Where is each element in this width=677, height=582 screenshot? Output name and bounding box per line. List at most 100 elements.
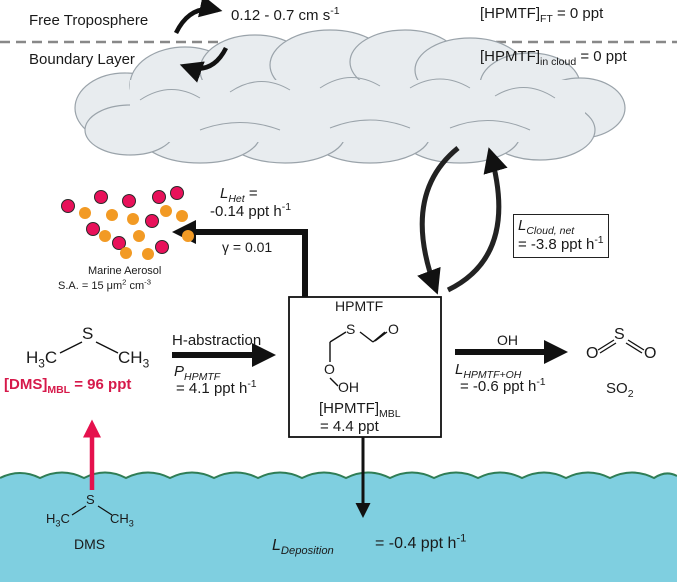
ft-conc-prefix: [HPMTF] — [480, 5, 540, 22]
cloud-conc-sub: in cloud — [540, 56, 577, 68]
so2-o-atom-right: O — [644, 345, 657, 362]
exchange-arrow-lower — [179, 46, 229, 83]
aerosol-particle — [79, 207, 91, 219]
cloud-loss-box: LCloud, net = -3.8 ppt h-1 — [513, 214, 609, 258]
aerosol-sa-exp1: 2 — [122, 277, 127, 287]
deposition-label: LDeposition — [272, 537, 334, 557]
dms-bottom-left-h: H — [46, 511, 56, 526]
aerosol-particle — [106, 209, 118, 221]
dms-left-h: H — [26, 348, 39, 367]
dms-conc-value: = 96 ppt — [70, 376, 132, 393]
het-loss-value: -0.14 ppt h — [210, 203, 282, 220]
mbl-conc-prefix: [HPMTF] — [319, 400, 379, 417]
deposition-prefix: = — [375, 535, 385, 552]
deposition-value-label: = -0.4 ppt h-1 — [375, 532, 467, 553]
production-value-label: = 4.1 ppt h-1 — [176, 378, 257, 397]
cloud-inner-lines — [139, 77, 556, 131]
oh-reactant-label: OH — [497, 332, 518, 348]
hpmtf-structure — [329, 331, 388, 387]
production-sub: HPMTF — [184, 371, 221, 383]
het-loss-eq: = — [244, 185, 258, 202]
aerosol-particle — [142, 248, 154, 260]
cloud-loss-value-line: = -3.8 ppt h-1 — [518, 233, 604, 255]
het-loss-symbol: L — [220, 185, 229, 202]
dms-bottom-structure — [71, 505, 113, 516]
cloud-fill-cover — [130, 80, 585, 142]
dms-bottom-s-atom: S — [86, 492, 95, 507]
exchange-rate-exp: -1 — [330, 5, 340, 17]
deposition-exp: -1 — [456, 532, 467, 545]
aerosol-particle — [61, 199, 75, 213]
oh-loss-value-label: = -0.6 ppt h-1 — [460, 376, 546, 395]
het-loss-arrow — [172, 220, 308, 297]
het-loss-label: LHet = — [220, 185, 258, 205]
aerosol-particle — [145, 214, 159, 228]
dms-right-ch: CH — [118, 348, 143, 367]
hpmtf-box — [288, 296, 442, 438]
dms-top-structure — [59, 341, 119, 354]
hpmtf-mbl-concentration: [HPMTF]MBL — [319, 400, 401, 420]
cloud-loss-symbol-line: LCloud, net — [518, 217, 604, 236]
hpmtf-s-atom: S — [346, 321, 356, 337]
aerosol-particle — [99, 230, 111, 242]
het-loss-exp: -1 — [281, 201, 292, 213]
cloud-loss-sub: Cloud, net — [526, 225, 575, 237]
aerosol-particle — [127, 213, 139, 225]
aerosol-particle — [155, 240, 169, 254]
dms-right-sub: 3 — [142, 356, 150, 371]
so2-label-sub: 2 — [627, 388, 634, 400]
dms-mbl-concentration: [DMS]MBL = 96 ppt — [4, 376, 132, 396]
deposition-value: -0.4 ppt h — [384, 535, 457, 552]
aerosol-surface-area-label: S.A. = 15 μm2 cm-3 — [58, 278, 151, 293]
aerosol-particle — [152, 190, 166, 204]
dms-left-sub: 3 — [38, 356, 45, 371]
aerosol-particle — [120, 247, 132, 259]
so2-label: SO2 — [606, 380, 634, 400]
aerosol-particle — [133, 230, 145, 242]
production-label: PHPMTF — [174, 363, 221, 383]
dms-bottom-label: DMS — [74, 536, 106, 552]
deposition-symbol: L — [272, 537, 281, 554]
aerosol-sa-prefix: S.A. = 15 μm — [58, 280, 123, 292]
so2-s-atom: S — [614, 326, 625, 343]
cloud-down-arrow — [417, 146, 460, 295]
aerosol-particle — [170, 186, 184, 200]
exchange-arrow-upper — [173, 0, 223, 35]
aerosol-particle — [94, 190, 108, 204]
dms-top-s-atom: S — [82, 324, 94, 343]
cloud-loss-exp: -1 — [594, 233, 604, 246]
cloud-loss-value: = -3.8 ppt h — [518, 235, 595, 253]
exchange-rate-label: 0.12 - 0.7 cm s-1 — [231, 5, 340, 24]
ocean — [0, 472, 677, 582]
cloud-conc-prefix: [HPMTF] — [480, 48, 540, 65]
aerosol-particle — [160, 205, 172, 217]
ft-concentration-label: [HPMTF]FT = 0 ppt — [480, 5, 604, 25]
production-exp: -1 — [247, 378, 257, 390]
boundary-layer-label: Boundary Layer — [29, 51, 135, 68]
oh-loss-symbol: L — [455, 361, 464, 378]
hpmtf-o-atom-carbonyl: O — [388, 321, 399, 337]
so2-structure — [597, 339, 645, 354]
dms-bottom-left-sub: 3 — [55, 518, 61, 529]
aerosol-particle — [182, 230, 194, 242]
hpmtf-name: HPMTF — [335, 298, 384, 314]
dms-bottom-right-sub: 3 — [128, 518, 134, 529]
cloud-up-arrow — [446, 147, 508, 293]
aerosol-particle — [176, 210, 188, 222]
ocean-wave-line — [0, 471, 677, 480]
cloud-loss-symbol: L — [518, 217, 527, 234]
ft-conc-value: = 0 ppt — [552, 5, 604, 22]
cloud-conc-value: = 0 ppt — [576, 48, 627, 65]
aerosol-particle — [112, 236, 126, 250]
dms-bottom-left-group: H3C — [46, 511, 70, 529]
marine-aerosol-label: Marine Aerosol — [88, 265, 162, 277]
oh-loss-sub: HPMTF+OH — [463, 369, 522, 381]
hpmtf-oh-group: OH — [338, 379, 359, 395]
oh-loss-exp: -1 — [536, 376, 546, 388]
so2-label-prefix: SO — [606, 380, 628, 397]
production-symbol: P — [174, 363, 185, 380]
cloud-concentration-label: [HPMTF]in cloud = 0 ppt — [480, 48, 627, 68]
dms-bottom-right-group: CH3 — [110, 512, 134, 529]
oh-loss-label: LHPMTF+OH — [455, 361, 522, 381]
het-loss-value-label: -0.14 ppt h-1 — [210, 201, 292, 220]
